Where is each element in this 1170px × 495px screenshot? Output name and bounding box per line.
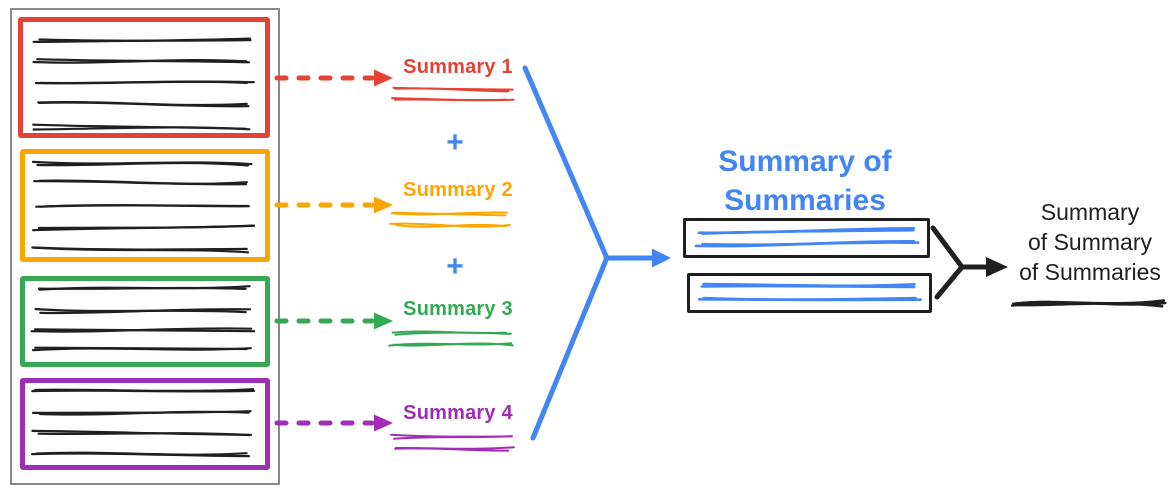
summary-2-arrow <box>274 196 393 214</box>
final-line-1: Summary <box>1040 199 1140 225</box>
summary-1-label: Summary 1 <box>403 56 513 78</box>
document-section-4 <box>20 378 270 470</box>
merge-arrow <box>522 65 671 441</box>
summary-4-scribbles <box>390 433 515 452</box>
document-section-2 <box>20 149 270 262</box>
summary-4-arrow <box>274 414 393 432</box>
plus-sign-1: + <box>446 126 464 159</box>
summary-1-arrow <box>274 69 393 87</box>
summary-of-summaries-title: Summary of Summaries <box>650 142 960 220</box>
summary-4-label: Summary 4 <box>403 402 513 424</box>
document-section-1 <box>18 17 270 138</box>
final-underline-scribble <box>1010 299 1167 308</box>
summary-2-label: Summary 2 <box>403 179 513 201</box>
final-line-3: of Summaries <box>1019 259 1161 285</box>
final-summary-label: Summary of Summary of Summaries <box>980 197 1170 287</box>
document-section-3 <box>20 276 270 367</box>
title-line-2: Summaries <box>724 184 886 217</box>
title-line-1: Summary of <box>718 145 892 178</box>
final-line-2: of Summary <box>1028 229 1152 255</box>
plus-sign-2: + <box>446 250 464 283</box>
summary-3-arrow <box>274 312 393 330</box>
summary-3-label: Summary 3 <box>403 298 513 320</box>
summary-2-scribbles <box>389 211 511 228</box>
summary-of-summaries-box-1 <box>683 218 930 258</box>
summary-of-summaries-box-2 <box>687 273 932 313</box>
summary-1-scribbles <box>391 86 515 102</box>
summary-3-scribbles <box>388 330 514 347</box>
